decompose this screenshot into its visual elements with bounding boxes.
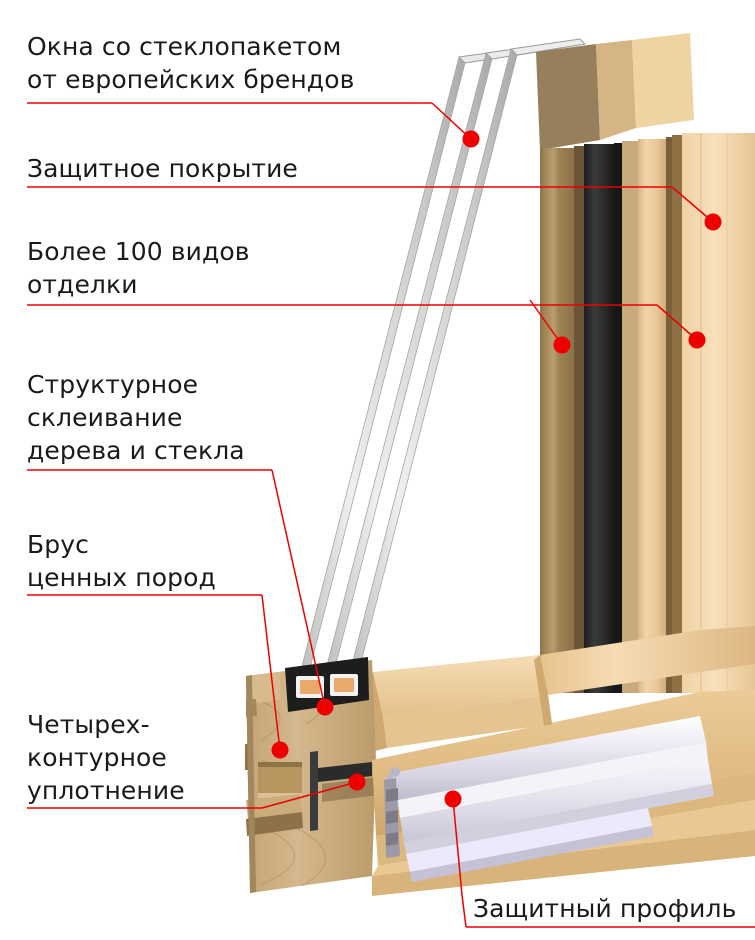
rail-top-face (373, 655, 548, 717)
callout-four-contour-seal: Четырех- контурное уплотнение (27, 710, 185, 805)
callout-protective-profile: Защитный профиль (473, 894, 737, 923)
glazing-bead-recess (285, 657, 369, 712)
glass-panes-group (300, 38, 587, 679)
callout-glazing: Окна со стеклопакетом от европейских бре… (27, 32, 355, 94)
callout-finishes: Более 100 видов отделки (27, 237, 250, 299)
timber-cross-section-block (245, 657, 420, 893)
callout-protective-coating: Защитное покрытие (27, 154, 298, 183)
sash-light-frame (534, 626, 755, 726)
callout-hardwood-timber: Брус ценных пород (27, 530, 216, 592)
aluminium-protective-profile (384, 716, 714, 882)
jamb-band-dark-wood (540, 148, 574, 693)
callout-structural-bonding: Структурное склеивание дерева и стекла (27, 370, 245, 465)
jamb-band-seal (584, 144, 614, 693)
